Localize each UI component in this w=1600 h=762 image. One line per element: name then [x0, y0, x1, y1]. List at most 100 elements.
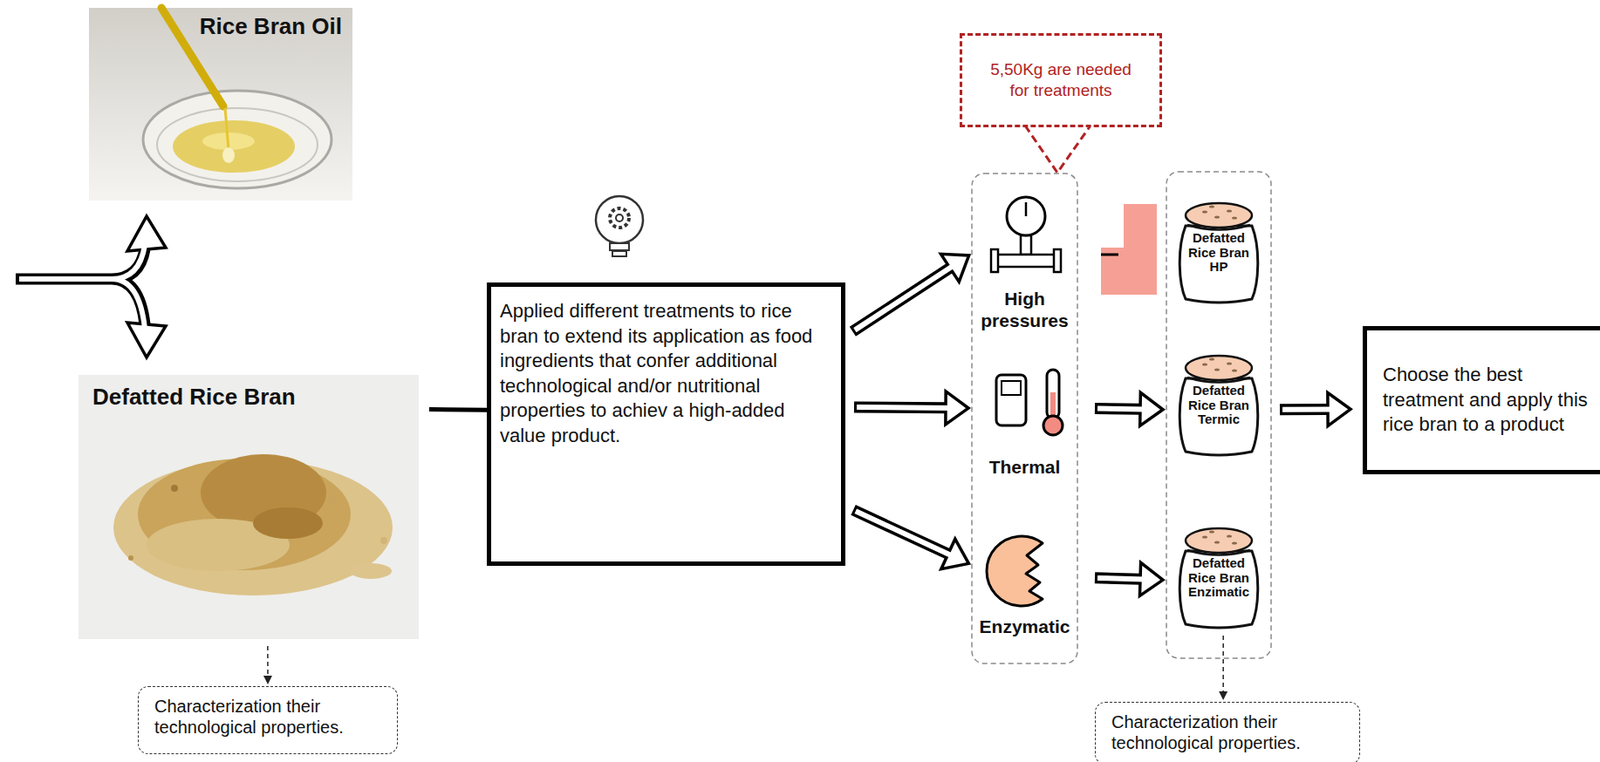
bran-pile [252, 507, 323, 540]
bran-grain [327, 497, 336, 506]
node-text: Enzymatic [971, 615, 1078, 638]
note-box: Characterization their technological pro… [1094, 702, 1361, 762]
node-text: Characterization their technological pro… [1111, 711, 1344, 754]
probe-screen [1001, 381, 1021, 396]
node-text: Defatted Rice Bran [92, 383, 405, 411]
bran-grain [128, 555, 134, 561]
node-text: Rice Bran Oil [99, 13, 342, 41]
arrow-shaft-inner [1282, 406, 1333, 412]
gear [609, 208, 630, 228]
pink-notch [1100, 204, 1124, 248]
text-wrap: Defatted Rice Bran Enzimatic [1173, 521, 1265, 601]
bag-grain [1214, 215, 1220, 219]
node-text: Thermal [971, 456, 1078, 479]
arrow-shaft-inner [856, 404, 951, 411]
pipe-flange [991, 249, 999, 273]
pink-block [1100, 204, 1157, 295]
bracket-line [429, 407, 487, 413]
text-wrap: Choose the best treatment and apply this… [1367, 362, 1600, 438]
bag-grain [1214, 540, 1220, 544]
node-text: Choose the best treatment and apply this… [1382, 362, 1588, 438]
gauge-stem [1020, 235, 1032, 255]
bag-grain [1226, 362, 1232, 365]
text-wrap: Defatted Rice Bran [78, 375, 419, 420]
bag-grain [1209, 530, 1215, 534]
text-wrap: Thermal [971, 456, 1078, 480]
photo-ground [88, 7, 353, 201]
node-text: Defatted Rice Bran HP [1182, 231, 1256, 275]
pipe [994, 254, 1058, 267]
idea-bulb-icon [595, 196, 643, 257]
callout-tail [1025, 125, 1091, 173]
pressure-gauge-icon [991, 197, 1061, 273]
bag-grain [1231, 216, 1238, 219]
flow-arrow [1279, 392, 1351, 426]
bag-grain [1202, 210, 1208, 213]
bag-grain-top [1185, 528, 1252, 554]
bag-grain [1209, 357, 1215, 361]
arrow-shaft-inner [855, 511, 953, 556]
bag-body [1179, 551, 1259, 629]
dashed-line [1222, 635, 1224, 692]
bag-grain [1214, 368, 1220, 371]
product-bag: Defatted Rice Bran Termic [1173, 348, 1265, 459]
callout-pointer [1025, 125, 1091, 173]
arrow-shaft-inner [19, 245, 145, 329]
bran-grain [380, 537, 388, 545]
arrow-shaft-inner [854, 265, 954, 330]
bag-grain [1231, 369, 1238, 372]
flow-arrow [1218, 635, 1228, 701]
glass-dish-rim [157, 108, 318, 182]
arrow-shaft-inner [1097, 578, 1145, 581]
bag-grain-top [1185, 355, 1252, 381]
gear-hub [615, 214, 623, 222]
thermometer-bulb [1043, 416, 1063, 436]
bran-grain [170, 485, 178, 493]
node-text: Defatted Rice Bran Termic [1182, 383, 1256, 428]
bulb-base [612, 251, 627, 257]
note-box: Characterization their technological pro… [137, 686, 398, 755]
text-wrap: Rice Bran Oil [88, 7, 353, 46]
treatment-group-frame [971, 173, 1078, 664]
oil-photo [88, 7, 353, 201]
bag-body [1179, 378, 1259, 456]
text-wrap: High pressures [971, 287, 1078, 334]
pink-tick [1100, 253, 1119, 257]
flow-arrow [852, 253, 969, 332]
probe-device [996, 375, 1026, 426]
bag-grain [1226, 209, 1232, 212]
oil-stream [225, 108, 229, 151]
pipe-flange [1053, 249, 1061, 273]
text-wrap: Defatted Rice Bran Termic [1173, 348, 1265, 428]
node-text: High pressures [971, 287, 1078, 332]
bulb-base [609, 243, 630, 251]
node-text: 5,50Kg are needed for treatments [984, 59, 1137, 102]
goal-box: Choose the best treatment and apply this… [1362, 326, 1600, 475]
bran-photo [78, 375, 419, 640]
flow-arrow [1094, 562, 1163, 596]
text-wrap: Characterization their technological pro… [1095, 703, 1360, 762]
arrow-head [1218, 691, 1228, 701]
arrow-head [940, 253, 969, 282]
gauge-dial [1006, 197, 1046, 236]
bag-grain [1226, 534, 1232, 538]
oil-pool [172, 120, 295, 173]
treatment-icon: High pressures [971, 200, 1078, 334]
enzyme-icon [986, 536, 1043, 607]
flow-arrow [854, 391, 969, 425]
split-arrow [15, 216, 166, 358]
node-text: Defatted Rice Bran Enzimatic [1182, 556, 1256, 601]
arrow-head [263, 676, 273, 685]
bag-neck [1187, 550, 1251, 556]
dashed-line [266, 646, 269, 677]
text-wrap: Applied different treatments to rice bra… [491, 287, 842, 462]
pink-mark [1100, 204, 1157, 295]
text-wrap: Enzymatic [971, 615, 1078, 640]
product-bag: Defatted Rice Bran HP [1173, 196, 1265, 306]
flow-arrow [1094, 392, 1163, 426]
arrow-shaft [15, 249, 145, 325]
bag-grain [1202, 362, 1208, 366]
flow-arrow [263, 646, 273, 685]
